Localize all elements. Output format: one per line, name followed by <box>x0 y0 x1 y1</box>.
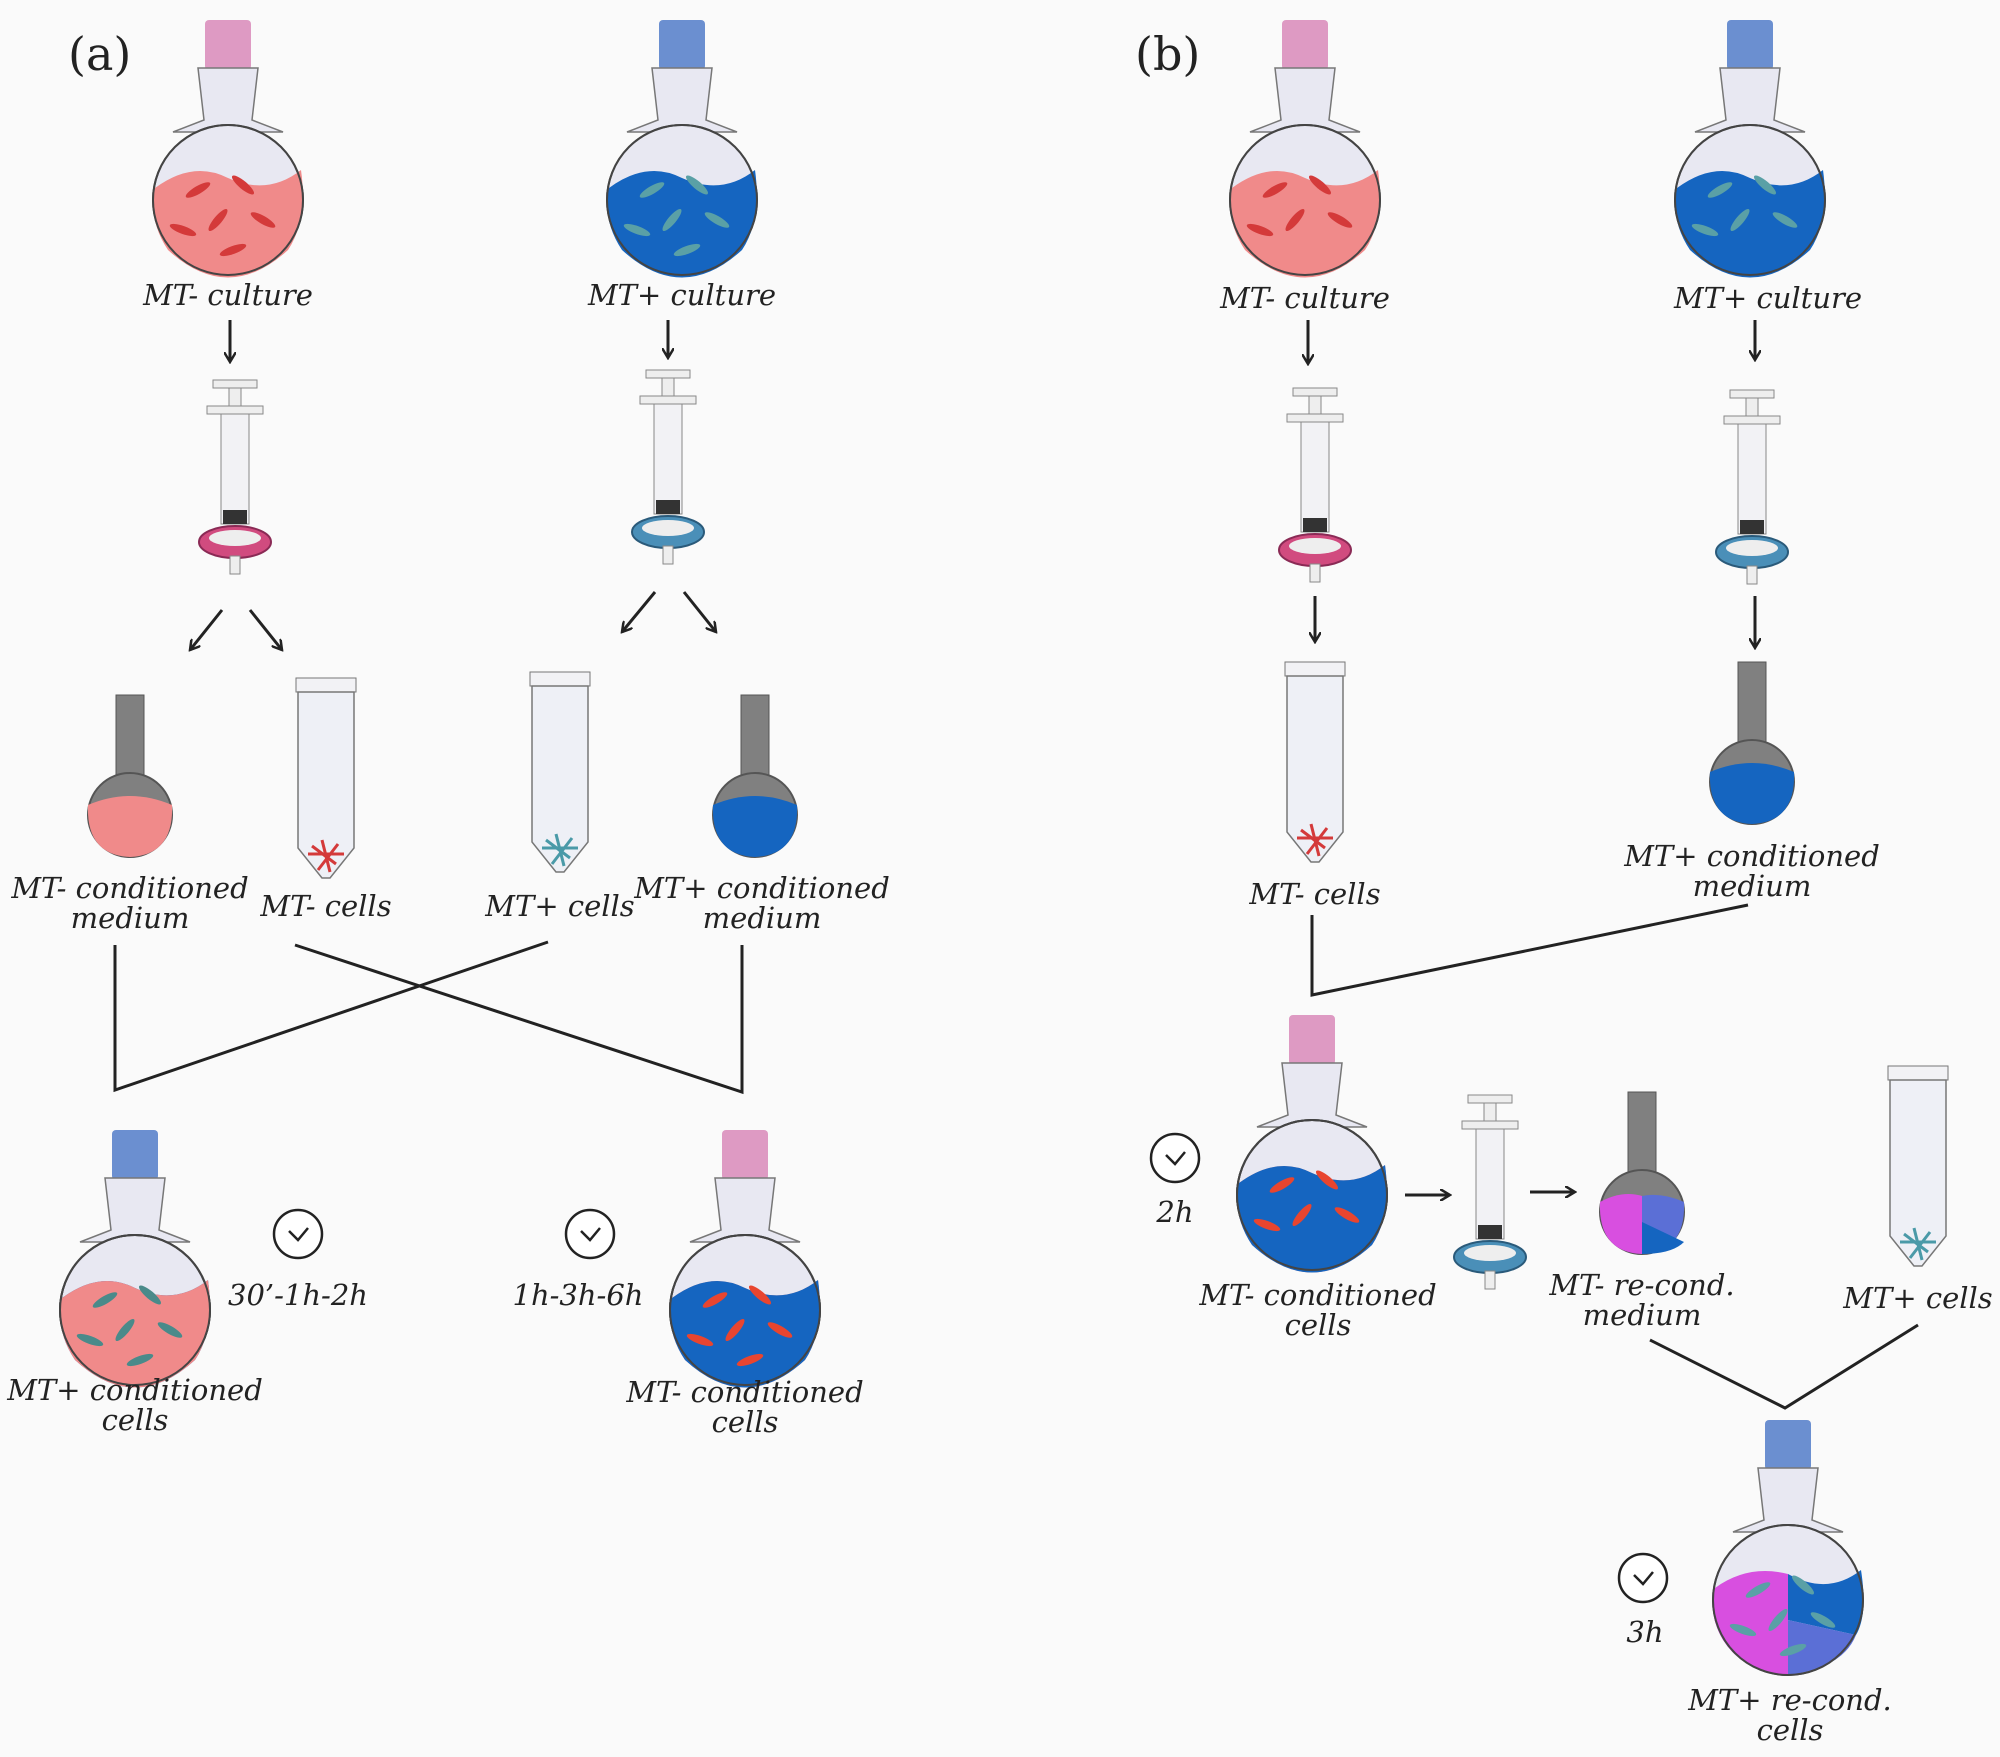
b-time-3h: 3h <box>1626 1615 1663 1649</box>
a-syringe-filter-blue <box>631 369 705 565</box>
a-connector-right <box>294 943 744 1095</box>
b-time-2h: 2h <box>1155 1195 1193 1229</box>
b-mt-plus-medium-label-2: medium <box>1693 869 1812 903</box>
mt-plus-culture-flask <box>606 19 758 279</box>
a-split-arrow-2 <box>248 609 282 650</box>
b-mt-plus-recond-cells-flask <box>1712 1420 1864 1676</box>
a-split-arrow-4 <box>682 591 716 632</box>
b-mt-minus-cells-tube <box>1284 661 1346 863</box>
b-recond-cells-label-2: cells <box>1757 1713 1824 1747</box>
b-clock-icon-3h <box>1617 1552 1669 1604</box>
a-mt-minus-medium-label-1: MT- conditioned <box>10 871 248 905</box>
b-mt-minus-cond-cells-label-2: cells <box>1285 1308 1352 1342</box>
a-mt-minus-medium-flask <box>86 694 174 858</box>
a-mt-minus-medium-label-2: medium <box>71 901 190 935</box>
b-recond-medium-label-1: MT- re-cond. <box>1548 1268 1734 1302</box>
a-mt-plus-medium-flask <box>711 694 799 858</box>
panel-a-label: (a) <box>68 27 131 81</box>
a-mt-plus-cells-label: MT+ cells <box>484 889 634 923</box>
a-syringe-filter-pink <box>198 379 272 575</box>
a-time-left: 30’-1h-2h <box>228 1278 368 1312</box>
b-recond-medium-label-2: medium <box>1583 1298 1702 1332</box>
a-split-arrow-1 <box>190 609 224 650</box>
b-mt-plus-culture-flask <box>1674 19 1826 279</box>
b-connector-top <box>1310 903 1749 997</box>
a-mt-plus-cond-cells-label-1: MT+ conditioned <box>6 1373 263 1407</box>
a-connector-left <box>113 940 549 1093</box>
a-mt-plus-cond-cells-label-2: cells <box>102 1403 169 1437</box>
a-clock-icon-right <box>564 1208 616 1260</box>
a-time-right: 1h-3h-6h <box>513 1278 644 1312</box>
b-syringe-filter-blue <box>1715 389 1789 585</box>
panel-b-label: (b) <box>1135 27 1200 81</box>
a-mt-minus-cells-label: MT- cells <box>259 889 391 923</box>
b-mt-minus-conditioned-cells-flask <box>1236 1014 1388 1274</box>
b-mt-plus-cells-label: MT+ cells <box>1842 1281 1992 1315</box>
a-mt-minus-cond-cells-label-2: cells <box>712 1405 779 1439</box>
b-mt-plus-culture-label: MT+ culture <box>1673 281 1862 315</box>
mt-minus-culture-flask <box>152 19 304 279</box>
a-mt-minus-conditioned-cells-flask <box>669 1129 821 1389</box>
a-mt-minus-cond-cells-label-1: MT- conditioned <box>625 1375 863 1409</box>
a-mt-plus-cells-tube <box>529 671 591 873</box>
b-syringe-filter-blue-2 <box>1453 1094 1527 1290</box>
b-mt-plus-medium-flask <box>1708 661 1796 825</box>
a-mt-plus-culture-label: MT+ culture <box>587 278 776 312</box>
a-mt-plus-medium-label-2: medium <box>703 901 822 935</box>
a-mt-minus-cells-tube <box>295 677 357 879</box>
b-mt-minus-culture-label: MT- culture <box>1219 281 1390 315</box>
b-mt-plus-medium-label-1: MT+ conditioned <box>1623 839 1880 873</box>
a-mt-minus-culture-label: MT- culture <box>142 278 313 312</box>
a-mt-plus-medium-label-1: MT+ conditioned <box>633 871 890 905</box>
b-mt-plus-cells-tube <box>1887 1065 1949 1267</box>
b-connector-bottom <box>1649 1323 1919 1410</box>
a-mt-plus-conditioned-cells-flask <box>59 1129 211 1389</box>
b-clock-icon-2h <box>1149 1132 1201 1184</box>
b-recond-medium-flask <box>1599 1091 1685 1255</box>
b-recond-cells-label-1: MT+ re-cond. <box>1687 1683 1892 1717</box>
b-mt-minus-cond-cells-label-1: MT- conditioned <box>1198 1278 1436 1312</box>
a-clock-icon-left <box>272 1208 324 1260</box>
b-syringe-filter-pink <box>1278 387 1352 583</box>
b-mt-minus-culture-flask <box>1229 19 1381 279</box>
b-mt-minus-cells-label: MT- cells <box>1248 877 1380 911</box>
a-split-arrow-3 <box>622 591 657 632</box>
